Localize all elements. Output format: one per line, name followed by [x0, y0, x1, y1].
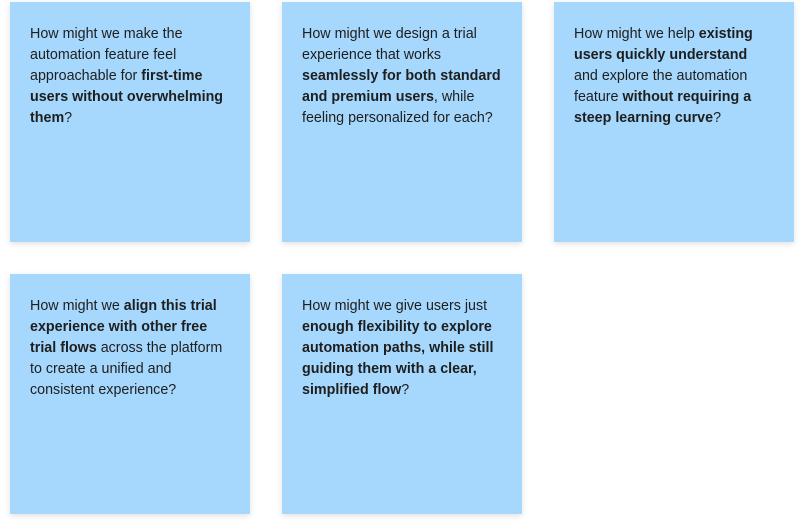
note-text-emphasis: without requiring a steep learning curve [574, 89, 752, 126]
sticky-note-standard-premium[interactable]: How might we design a trial experience t… [282, 2, 522, 242]
note-text-segment: , while feeling personalized for each? [302, 89, 493, 126]
note-text-segment: across the platform to create a unified … [30, 340, 223, 398]
note-text-segment: ? [713, 110, 722, 126]
note-text-emphasis: enough flexibility to explore automation… [302, 319, 494, 398]
note-text-segment: How might we design a trial experience t… [302, 26, 477, 63]
note-text-emphasis: seamlessly for both standard and premium… [302, 68, 501, 105]
note-text-emphasis: existing users quickly understand [574, 26, 753, 63]
sticky-note-align-trial-flows[interactable]: How might we align this trial experience… [10, 274, 250, 514]
note-text: How might we give users just enough flex… [302, 296, 502, 401]
note-text-emphasis: align this trial experience with other f… [30, 298, 217, 356]
note-text-segment: ? [401, 382, 410, 398]
note-text-segment: How might we [30, 298, 124, 314]
note-text: How might we align this trial experience… [30, 296, 230, 401]
sticky-note-first-time-users[interactable]: How might we make the automation feature… [10, 2, 250, 242]
note-text: How might we make the automation feature… [30, 24, 230, 129]
note-text-segment: How might we give users just [302, 298, 488, 314]
note-text-segment: How might we help [574, 26, 699, 42]
note-text: How might we design a trial experience t… [302, 24, 502, 129]
note-text-segment: How might we make the automation feature… [30, 26, 183, 84]
note-text-segment: and explore the automation feature [574, 68, 748, 105]
sticky-note-existing-users[interactable]: How might we help existing users quickly… [554, 2, 794, 242]
note-text-emphasis: first-time users without overwhelming th… [30, 68, 224, 126]
note-text-segment: ? [64, 110, 73, 126]
sticky-note-flexibility[interactable]: How might we give users just enough flex… [282, 274, 522, 514]
note-text: How might we help existing users quickly… [574, 24, 774, 129]
